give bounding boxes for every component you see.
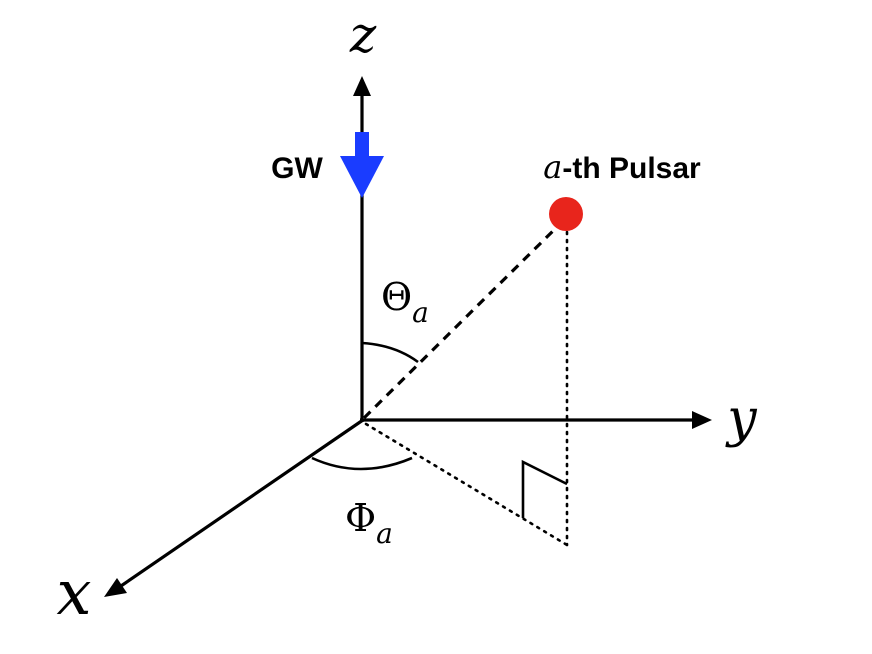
right-angle-marker: [521, 459, 568, 518]
theta-subscript: a: [412, 296, 429, 329]
phi-arc: [311, 456, 413, 471]
xy-plane-projection: [364, 422, 569, 547]
gw-arrowhead: [340, 156, 384, 198]
pulsar-label-text: -th Pulsar: [562, 152, 701, 185]
pulsar-label-index: a: [543, 148, 562, 186]
z-axis-arrowhead: [353, 76, 371, 96]
pulsar-direction-line: [362, 222, 562, 420]
theta-label: Θa: [381, 275, 429, 329]
x-axis-label: x: [57, 556, 92, 629]
theta-arc: [361, 341, 419, 364]
y-axis-arrowhead: [692, 411, 712, 429]
phi-subscript: a: [376, 517, 393, 550]
pulsar-dot: [549, 197, 583, 231]
phi-symbol: Φ: [345, 496, 376, 540]
gw-label: GW: [271, 152, 323, 185]
z-axis-label: z: [349, 6, 377, 64]
phi-label: Φa: [345, 496, 393, 550]
gw-arrow-shaft: [355, 132, 369, 160]
x-axis-arrowhead: [104, 578, 127, 597]
y-axis-label: y: [725, 389, 757, 449]
x-axis: [117, 418, 364, 590]
theta-symbol: Θ: [381, 275, 412, 319]
pulsar-label: a-th Pulsar: [543, 148, 701, 186]
